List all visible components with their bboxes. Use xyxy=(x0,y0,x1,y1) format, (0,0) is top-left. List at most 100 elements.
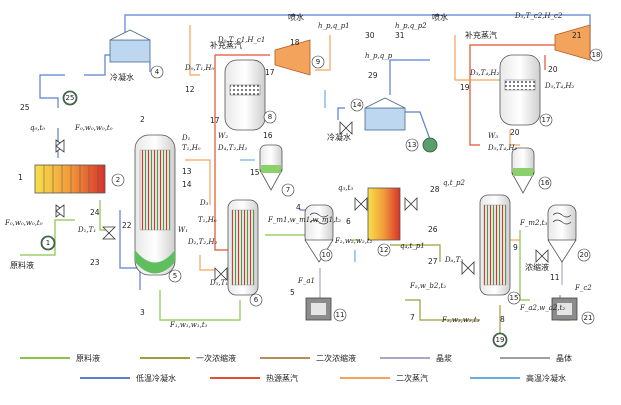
svg-text:19: 19 xyxy=(496,336,505,344)
svg-text:25: 25 xyxy=(20,103,30,112)
svg-text:8: 8 xyxy=(268,113,272,121)
svg-text:15: 15 xyxy=(250,168,260,177)
svg-text:F₁,w₁,w₁,t₁: F₁,w₁,w₁,t₁ xyxy=(169,321,208,329)
stream-numbers: 2 1 3 4 5 6 7 8 9 11 12 13 14 15 16 17 1… xyxy=(18,31,582,324)
svg-text:q,t_p2: q,t_p2 xyxy=(443,179,466,187)
badge-16: 16 xyxy=(538,176,552,190)
svg-text:12: 12 xyxy=(185,85,195,94)
first-separator xyxy=(224,59,266,131)
first-concentrate-lines xyxy=(390,244,501,335)
svg-text:T₁,H₀: T₁,H₀ xyxy=(182,144,201,152)
svg-text:浓缩液: 浓缩液 xyxy=(525,262,549,272)
svg-text:19: 19 xyxy=(460,83,470,92)
third-effect-evaporator xyxy=(479,194,511,296)
slurry-lines xyxy=(319,260,563,300)
legend-item-crystal: 晶体 xyxy=(500,353,572,363)
svg-text:喷水: 喷水 xyxy=(432,12,448,22)
svg-text:F₀,w₀,w₀,t₀: F₀,w₀,w₀,t₀ xyxy=(74,124,113,132)
svg-text:11: 11 xyxy=(336,311,345,319)
svg-text:16: 16 xyxy=(541,179,550,187)
badge-1: 1 xyxy=(41,236,55,250)
svg-text:补充蒸汽: 补充蒸汽 xyxy=(465,30,497,40)
legend-item-slurry: 晶浆 xyxy=(380,353,452,363)
svg-text:F₀,w₀,w₀,t₀: F₀,w₀,w₀,t₀ xyxy=(4,219,43,227)
svg-text:原料液: 原料液 xyxy=(10,260,34,270)
badge-2: 2 xyxy=(111,173,125,187)
badge-11: 11 xyxy=(333,308,347,322)
svg-text:27: 27 xyxy=(428,257,438,266)
legend-item-high_temp_cooling: 高温冷凝水 xyxy=(470,373,566,383)
steam-compressor-1 xyxy=(274,39,311,76)
svg-text:22: 22 xyxy=(122,221,132,230)
svg-text:D₅,T₁: D₅,T₁ xyxy=(209,279,228,287)
svg-text:D₅,T_c2,H_c2: D₅,T_c2,H_c2 xyxy=(514,12,563,20)
svg-text:21: 21 xyxy=(584,314,593,322)
svg-text:q₄,t_p1: q₄,t_p1 xyxy=(400,242,425,250)
svg-text:F_c2: F_c2 xyxy=(574,284,592,292)
svg-text:3: 3 xyxy=(140,308,145,317)
svg-text:D₅,T₄,H₂: D₅,T₄,H₂ xyxy=(544,82,574,90)
legend-label: 高温冷凝水 xyxy=(526,373,566,383)
svg-text:7: 7 xyxy=(286,186,290,194)
svg-text:18: 18 xyxy=(290,38,300,47)
svg-text:1: 1 xyxy=(46,239,50,247)
svg-text:h_p,q_p: h_p,q_p xyxy=(365,52,393,60)
crystal-product-box-1 xyxy=(305,297,332,321)
svg-text:10: 10 xyxy=(322,251,331,259)
svg-text:h_p,q_p2: h_p,q_p2 xyxy=(395,22,427,30)
svg-text:F₂,w₂,w₂,t₂: F₂,w₂,w₂,t₂ xyxy=(334,237,373,245)
svg-text:W₁: W₁ xyxy=(178,226,188,234)
cooling-water-tank-2 xyxy=(364,97,406,131)
svg-text:1: 1 xyxy=(18,173,23,182)
svg-text:F_a2,w_a2,t₂: F_a2,w_a2,t₂ xyxy=(519,304,565,312)
svg-text:D₀,T_c1,H_c1: D₀,T_c1,H_c1 xyxy=(217,36,265,44)
svg-text:5: 5 xyxy=(173,272,177,280)
legend-item-raw_feed: 原料液 xyxy=(20,353,100,363)
svg-text:14: 14 xyxy=(353,101,362,109)
high-temp-cooling-lines xyxy=(240,90,356,262)
legend: 原料液一次浓缩液二次浓缩液晶浆晶体低温冷凝水热源蒸汽二次蒸汽高温冷凝水 xyxy=(20,353,572,383)
svg-text:15: 15 xyxy=(510,294,519,302)
badge-9: 9 xyxy=(311,55,325,69)
svg-text:q₀,t₀: q₀,t₀ xyxy=(30,124,45,132)
svg-text:D₁: D₁ xyxy=(181,134,191,142)
svg-text:20: 20 xyxy=(510,128,520,137)
legend-label: 原料液 xyxy=(76,353,100,363)
legend-item-second_concentrate: 二次浓缩液 xyxy=(260,353,356,363)
legend-item-first_concentrate: 一次浓缩液 xyxy=(140,353,236,363)
svg-text:26: 26 xyxy=(428,225,438,234)
svg-text:7: 7 xyxy=(410,313,415,322)
svg-text:30: 30 xyxy=(365,31,375,40)
stream-labels: F₀,w₀,w₀,t₀ q₀,t₀ F₀,w₀,w₀,t₀ D₁,T₁ D₁ T… xyxy=(4,12,592,329)
svg-text:W₃: W₃ xyxy=(488,132,498,140)
second-crystal-settler xyxy=(511,147,535,194)
svg-text:2: 2 xyxy=(116,176,120,184)
svg-text:6: 6 xyxy=(254,296,259,304)
svg-text:9: 9 xyxy=(513,243,518,252)
svg-text:13: 13 xyxy=(182,167,192,176)
svg-text:5: 5 xyxy=(290,288,295,297)
svg-text:29: 29 xyxy=(368,71,378,80)
preheater xyxy=(34,164,106,194)
svg-text:2: 2 xyxy=(140,115,145,124)
legend-item-low_temp_cooling: 低温冷凝水 xyxy=(80,373,176,383)
svg-text:F_m2,t₃: F_m2,t₃ xyxy=(519,219,547,227)
badge-21: 21 xyxy=(581,311,595,325)
svg-text:24: 24 xyxy=(90,208,100,217)
badge-10: 10 xyxy=(319,248,333,262)
svg-text:17: 17 xyxy=(542,116,551,124)
svg-text:18: 18 xyxy=(592,51,601,59)
first-effect-evaporator xyxy=(134,134,176,276)
badge-5: 5 xyxy=(168,269,182,283)
badge-12: 12 xyxy=(377,243,391,257)
svg-text:D₀,T₁,H₀: D₀,T₁,H₀ xyxy=(184,64,214,72)
legend-item-secondary_steam: 二次蒸汽 xyxy=(340,373,428,383)
svg-text:17: 17 xyxy=(265,68,275,77)
svg-text:9: 9 xyxy=(316,58,320,66)
svg-text:D₃: D₃ xyxy=(199,199,209,207)
svg-text:D₃,T₄,H₂: D₃,T₄,H₂ xyxy=(469,69,499,77)
svg-text:21: 21 xyxy=(572,31,582,40)
svg-text:31: 31 xyxy=(395,31,405,40)
